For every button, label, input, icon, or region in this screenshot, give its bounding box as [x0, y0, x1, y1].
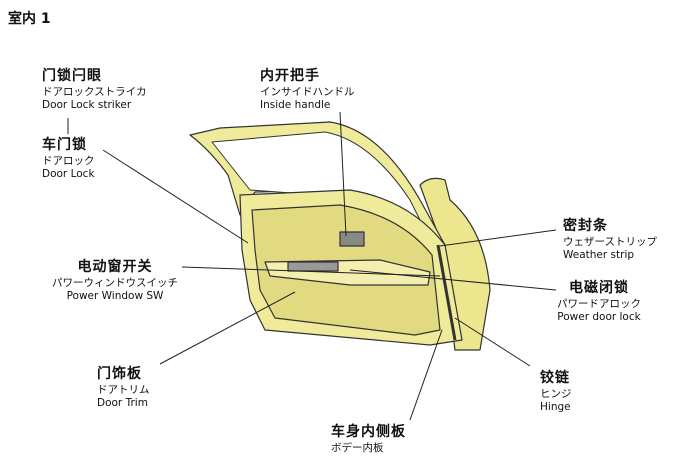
leader-door-trim [159, 291, 296, 365]
inside-handle-part [339, 231, 365, 247]
label-hinge: 铰链 ヒンジ Hinge [540, 370, 572, 414]
label-ja: パワーウィンドウスイッチ [52, 276, 178, 289]
leader-inside-handle [339, 111, 347, 237]
label-en: Weather strip [563, 248, 635, 261]
label-en: Power Window SW [66, 289, 164, 302]
label-power-lock: 电磁闭锁 パワードアロック Power door lock [557, 280, 641, 324]
label-ja: ウェザーストリップ [563, 235, 657, 248]
label-zh: 电动窗开关 [77, 259, 153, 275]
label-ja: ボデー内板 [331, 441, 384, 454]
label-inside-handle: 内开把手 インサイドハンドル Inside handle [260, 68, 355, 112]
label-zh: 内开把手 [260, 68, 320, 84]
label-ja: ヒンジ [540, 387, 572, 400]
label-ja: ドアトリム [97, 383, 150, 396]
label-ja: パワードアロック [557, 297, 641, 310]
leader-body-inner [409, 329, 443, 421]
leader-door-lock [102, 149, 249, 244]
label-weather-strip: 密封条 ウェザーストリップ Weather strip [563, 218, 657, 262]
page-title: 室内 1 [8, 11, 51, 27]
label-door-trim: 门饰板 ドアトリム Door Trim [97, 366, 150, 410]
leader-hinge [454, 317, 531, 367]
label-zh: 车身内侧板 [331, 424, 406, 440]
body-pillar [419, 177, 491, 351]
label-en: Door Lock striker [42, 98, 132, 111]
leader-power-lock [349, 269, 557, 291]
label-striker: 门锁闩眼 ドアロックストライカ Door Lock striker [42, 68, 147, 112]
label-power-window: 电动窗开关 パワーウィンドウスイッチ Power Window SW [52, 259, 178, 303]
leader-lines [67, 111, 557, 421]
weather-strip-part [436, 244, 457, 341]
window-switch-part [287, 261, 339, 272]
label-zh: 电磁闭锁 [569, 280, 629, 296]
label-body-inner: 车身内侧板 ボデー内板 [331, 424, 406, 455]
label-ja: インサイドハンドル [260, 85, 355, 98]
label-door-lock: 车门锁 ドアロック Door Lock [42, 137, 95, 181]
label-ja: ドアロック [42, 154, 95, 167]
label-ja: ドアロックストライカ [42, 85, 147, 98]
label-zh: 门饰板 [97, 366, 142, 382]
label-en: Door Trim [97, 396, 148, 409]
label-zh: 铰链 [540, 370, 570, 386]
label-zh: 密封条 [563, 218, 608, 234]
leader-weather-strip [439, 229, 557, 247]
label-en: Hinge [540, 400, 571, 413]
label-en: Inside handle [260, 98, 331, 111]
label-en: Door Lock [42, 167, 95, 180]
label-en: Power door lock [557, 310, 641, 323]
label-zh: 车门锁 [42, 137, 87, 153]
label-zh: 门锁闩眼 [42, 68, 102, 84]
